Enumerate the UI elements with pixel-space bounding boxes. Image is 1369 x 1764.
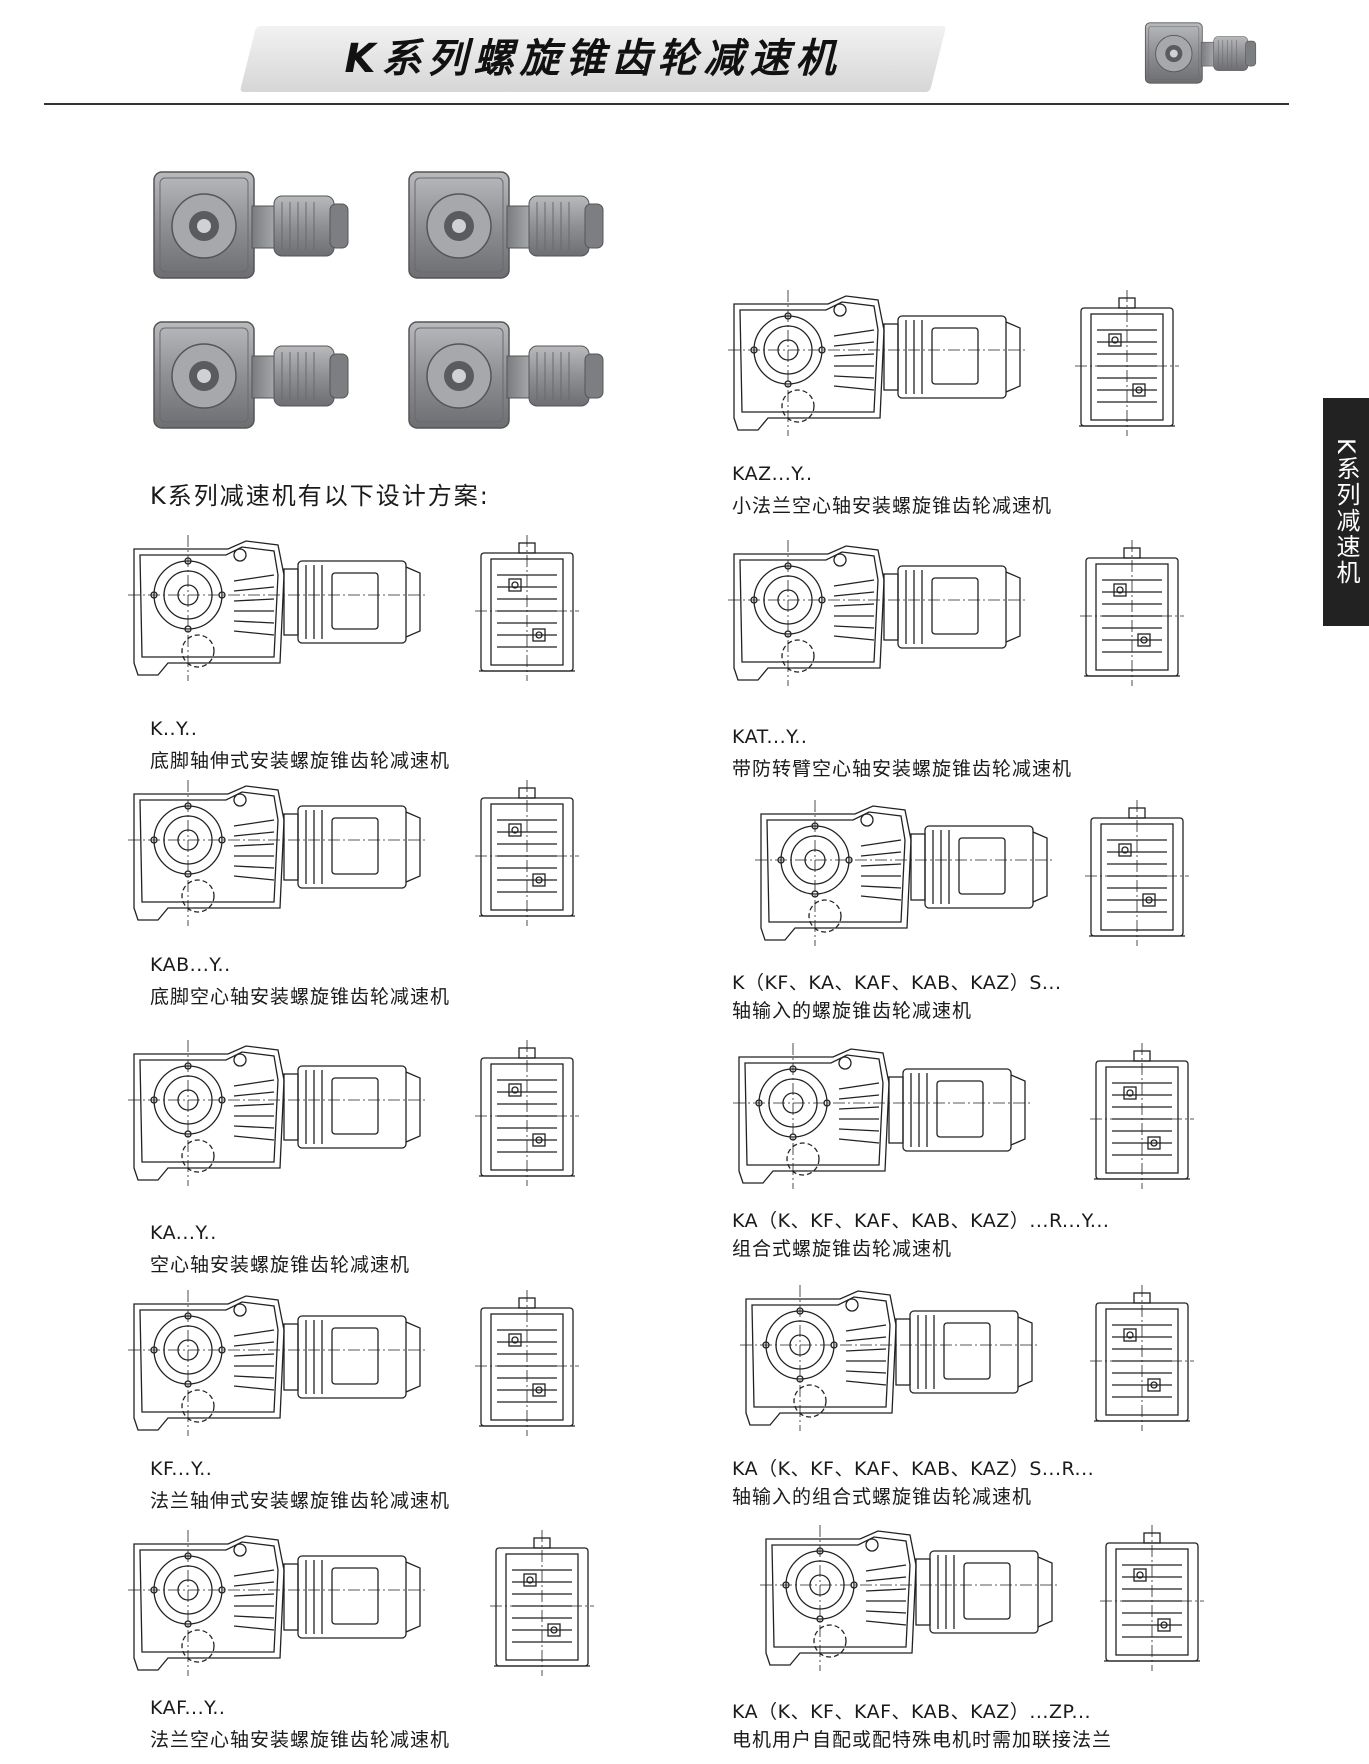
technical-drawing-icon bbox=[127, 1529, 429, 1677]
design-code: K..Y.. bbox=[150, 718, 198, 740]
technical-drawing-icon bbox=[127, 779, 429, 927]
design-description: 轴输入的螺旋锥齿轮减速机 bbox=[732, 1000, 973, 1022]
design-description: 法兰轴伸式安装螺旋锥齿轮减速机 bbox=[150, 1490, 451, 1512]
technical-drawing-icon bbox=[127, 534, 429, 682]
design-description: 轴输入的组合式螺旋锥齿轮减速机 bbox=[732, 1486, 1033, 1508]
header-rule bbox=[44, 103, 1289, 105]
design-code: KAF...Y.. bbox=[150, 1697, 226, 1719]
design-code: KF...Y.. bbox=[150, 1458, 213, 1480]
design-code: KA（K、KF、KAF、KAB、KAZ）...ZP... bbox=[732, 1701, 1092, 1723]
side-tab-label: K系列减速机 bbox=[1332, 438, 1360, 586]
design-description: 电机用户自配或配特殊电机时需加联接法兰 bbox=[732, 1729, 1113, 1751]
design-description: 组合式螺旋锥齿轮减速机 bbox=[732, 1238, 953, 1260]
design-code: KAB...Y.. bbox=[150, 954, 231, 976]
gear-reducer-photo-icon bbox=[1144, 22, 1257, 84]
gear-reducer-photo-icon bbox=[408, 321, 604, 429]
technical-drawing-icon bbox=[474, 779, 580, 927]
design-description: 带防转臂空心轴安装螺旋锥齿轮减速机 bbox=[732, 758, 1073, 780]
technical-drawing-icon bbox=[127, 1039, 429, 1187]
design-description: 法兰空心轴安装螺旋锥齿轮减速机 bbox=[150, 1729, 451, 1751]
technical-drawing-icon bbox=[727, 289, 1029, 437]
design-code: K（KF、KA、KAF、KAB、KAZ）S... bbox=[732, 972, 1062, 994]
side-tab: K系列减速机 bbox=[1323, 398, 1369, 626]
gear-reducer-photo-icon bbox=[408, 171, 604, 279]
technical-drawing-icon bbox=[727, 539, 1029, 687]
design-description: 底脚空心轴安装螺旋锥齿轮减速机 bbox=[150, 986, 451, 1008]
technical-drawing-icon bbox=[1089, 1284, 1195, 1432]
technical-drawing-icon bbox=[1089, 1042, 1195, 1190]
design-description: 底脚轴伸式安装螺旋锥齿轮减速机 bbox=[150, 750, 451, 772]
technical-drawing-icon bbox=[732, 1042, 1034, 1190]
design-description: 空心轴安装螺旋锥齿轮减速机 bbox=[150, 1254, 411, 1276]
technical-drawing-icon bbox=[1074, 289, 1180, 437]
technical-drawing-icon bbox=[1099, 1524, 1205, 1672]
design-description: 小法兰空心轴安装螺旋锥齿轮减速机 bbox=[732, 495, 1053, 517]
design-code: KAT...Y.. bbox=[732, 726, 808, 748]
technical-drawing-icon bbox=[1079, 539, 1185, 687]
technical-drawing-icon bbox=[474, 534, 580, 682]
technical-drawing-icon bbox=[1084, 799, 1190, 947]
technical-drawing-icon bbox=[474, 1039, 580, 1187]
technical-drawing-icon bbox=[474, 1289, 580, 1437]
design-code: KA（K、KF、KAF、KAB、KAZ）S...R... bbox=[732, 1458, 1095, 1480]
technical-drawing-icon bbox=[759, 1524, 1061, 1672]
gear-reducer-photo-icon bbox=[153, 321, 349, 429]
design-code: KA...Y.. bbox=[150, 1222, 217, 1244]
intro-text: K系列减速机有以下设计方案: bbox=[150, 482, 490, 510]
technical-drawing-icon bbox=[754, 799, 1056, 947]
design-code: KA（K、KF、KAF、KAB、KAZ）...R...Y... bbox=[732, 1210, 1110, 1232]
page-title: K系列螺旋锥齿轮减速机 bbox=[344, 36, 842, 82]
technical-drawing-icon bbox=[489, 1529, 595, 1677]
gear-reducer-photo-icon bbox=[153, 171, 349, 279]
technical-drawing-icon bbox=[127, 1289, 429, 1437]
technical-drawing-icon bbox=[739, 1284, 1041, 1432]
design-code: KAZ...Y.. bbox=[732, 463, 813, 485]
